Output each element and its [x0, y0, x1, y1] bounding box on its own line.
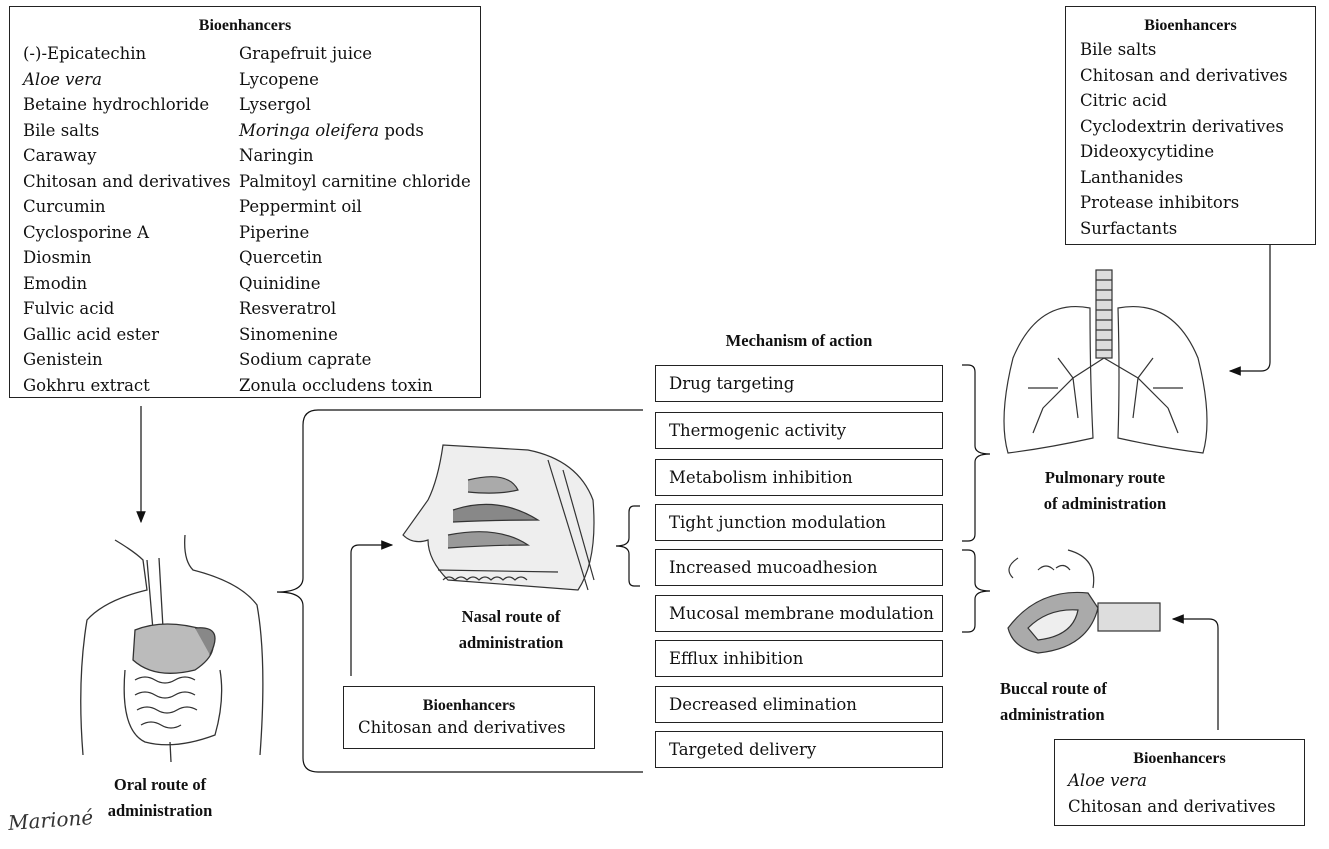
list-item: Betaine hydrochloride [23, 95, 210, 114]
mechanism-item: Decreased elimination [655, 686, 943, 723]
list-item: Chitosan and derivatives [1080, 65, 1288, 85]
list-item: Aloe vera [23, 69, 102, 89]
list-item: Citric acid [1080, 91, 1168, 110]
moringa-name: Moringa oleifera [239, 120, 380, 140]
list-item: Diosmin [23, 248, 92, 267]
list-item: (-)-Epicatechin [23, 44, 147, 63]
list-item: Chitosan and derivatives [23, 171, 231, 191]
nasal-box-title: Bioenhancers [422, 697, 516, 714]
oral-bioenhancers-box: Bioenhancers (-)-Epicatechin Aloe vera B… [9, 6, 481, 398]
lungs-illustration [1003, 269, 1208, 454]
oral-right-column: Grapefruit juice Lycopene Lysergol Morin… [239, 41, 471, 398]
buccal-route-line1: Buccal route of [1000, 679, 1107, 698]
oral-left-column: (-)-Epicatechin Aloe vera Betaine hydroc… [23, 41, 231, 398]
list-item: Caraway [23, 146, 97, 165]
mechanism-item: Efflux inhibition [655, 640, 943, 677]
nasal-route-line2: administration [458, 633, 564, 652]
buccal-arrow [1171, 614, 1219, 730]
list-item: Quercetin [239, 248, 323, 267]
pulmonary-box-title: Bioenhancers [1144, 17, 1237, 34]
list-item: Bile salts [23, 120, 100, 140]
mechanism-item: Mucosal membrane modulation [655, 595, 943, 632]
pulmonary-bioenhancers-box: Bioenhancers Bile salts Chitosan and der… [1065, 6, 1316, 245]
list-item: Quinidine [239, 273, 321, 293]
pulmonary-route-line1: Pulmonary route [1044, 468, 1166, 487]
list-item: Lysergol [239, 95, 311, 114]
list-item: Piperine [239, 222, 310, 242]
list-item: Cyclodextrin derivatives [1080, 116, 1284, 136]
list-item: Protease inhibitors [1080, 193, 1240, 212]
pulmonary-route-line2: of administration [1043, 494, 1167, 513]
nasal-arrow [350, 540, 394, 676]
mechanism-item: Increased mucoadhesion [655, 549, 943, 586]
oral-route-line1: Oral route of [113, 775, 207, 794]
mechanism-item: Tight junction modulation [655, 504, 943, 541]
list-item: Sinomenine [239, 324, 338, 344]
list-item: Chitosan and derivatives [358, 718, 566, 737]
mechanism-item: Metabolism inhibition [655, 459, 943, 496]
nasal-bracket [615, 505, 640, 587]
mechanism-item: Drug targeting [655, 365, 943, 402]
list-item: Gokhru extract [23, 375, 150, 395]
buccal-route-line2: administration [1000, 705, 1105, 724]
mechanism-item: Thermogenic activity [655, 412, 943, 449]
list-item: Sodium caprate [239, 350, 372, 369]
buccal-bracket [962, 549, 991, 633]
list-item: Zonula occludens toxin [239, 375, 433, 395]
list-item: Lanthanides [1080, 167, 1184, 187]
mechanism-item: Targeted delivery [655, 731, 943, 768]
list-item: Curcumin [23, 197, 106, 216]
pulmonary-bracket [962, 364, 991, 542]
mechanism-title: Mechanism of action [725, 331, 873, 350]
list-item: Aloe vera [1068, 771, 1147, 790]
buccal-route-label: Buccal route of administration [990, 676, 1140, 728]
list-item: Moringa oleifera pods [239, 118, 471, 144]
list-item: Fulvic acid [23, 299, 115, 318]
list-item: Grapefruit juice [239, 44, 373, 63]
nasal-bioenhancers-box: Bioenhancers Chitosan and derivatives [343, 686, 595, 749]
nasal-cavity-illustration [402, 444, 595, 591]
list-item: Cyclosporine A [23, 222, 150, 242]
list-item: Chitosan and derivatives [1068, 796, 1276, 816]
moringa-suffix: pods [379, 120, 424, 140]
buccal-box-title: Bioenhancers [1133, 750, 1226, 767]
mouth-illustration [1007, 549, 1161, 654]
buccal-bioenhancers-box: Bioenhancers Aloe vera Chitosan and deri… [1054, 739, 1305, 826]
pulmonary-route-label: Pulmonary route of administration [1014, 465, 1196, 517]
oral-box-title: Bioenhancers [198, 17, 292, 34]
digestive-system-illustration [80, 534, 264, 763]
list-item: Lycopene [239, 69, 319, 89]
list-item: Naringin [239, 146, 314, 165]
list-item: Palmitoyl carnitine chloride [239, 171, 471, 191]
oral-bracket [276, 409, 643, 773]
list-item: Emodin [23, 273, 88, 293]
nasal-route-line1: Nasal route of [461, 607, 561, 626]
pulmonary-arrow [1228, 245, 1271, 376]
oral-route-label: Oral route of administration [70, 772, 250, 824]
pulmonary-list: Bile salts Chitosan and derivatives Citr… [1080, 37, 1315, 241]
list-item: Genistein [23, 350, 103, 369]
list-item: Peppermint oil [239, 197, 362, 216]
list-item: Surfactants [1080, 218, 1178, 238]
nasal-route-label: Nasal route of administration [420, 604, 602, 656]
list-item: Dideoxycytidine [1080, 142, 1215, 161]
list-item: Gallic acid ester [23, 324, 160, 344]
list-item: Bile salts [1080, 40, 1157, 59]
list-item: Resveratrol [239, 299, 337, 318]
oral-route-line2: administration [107, 801, 213, 820]
